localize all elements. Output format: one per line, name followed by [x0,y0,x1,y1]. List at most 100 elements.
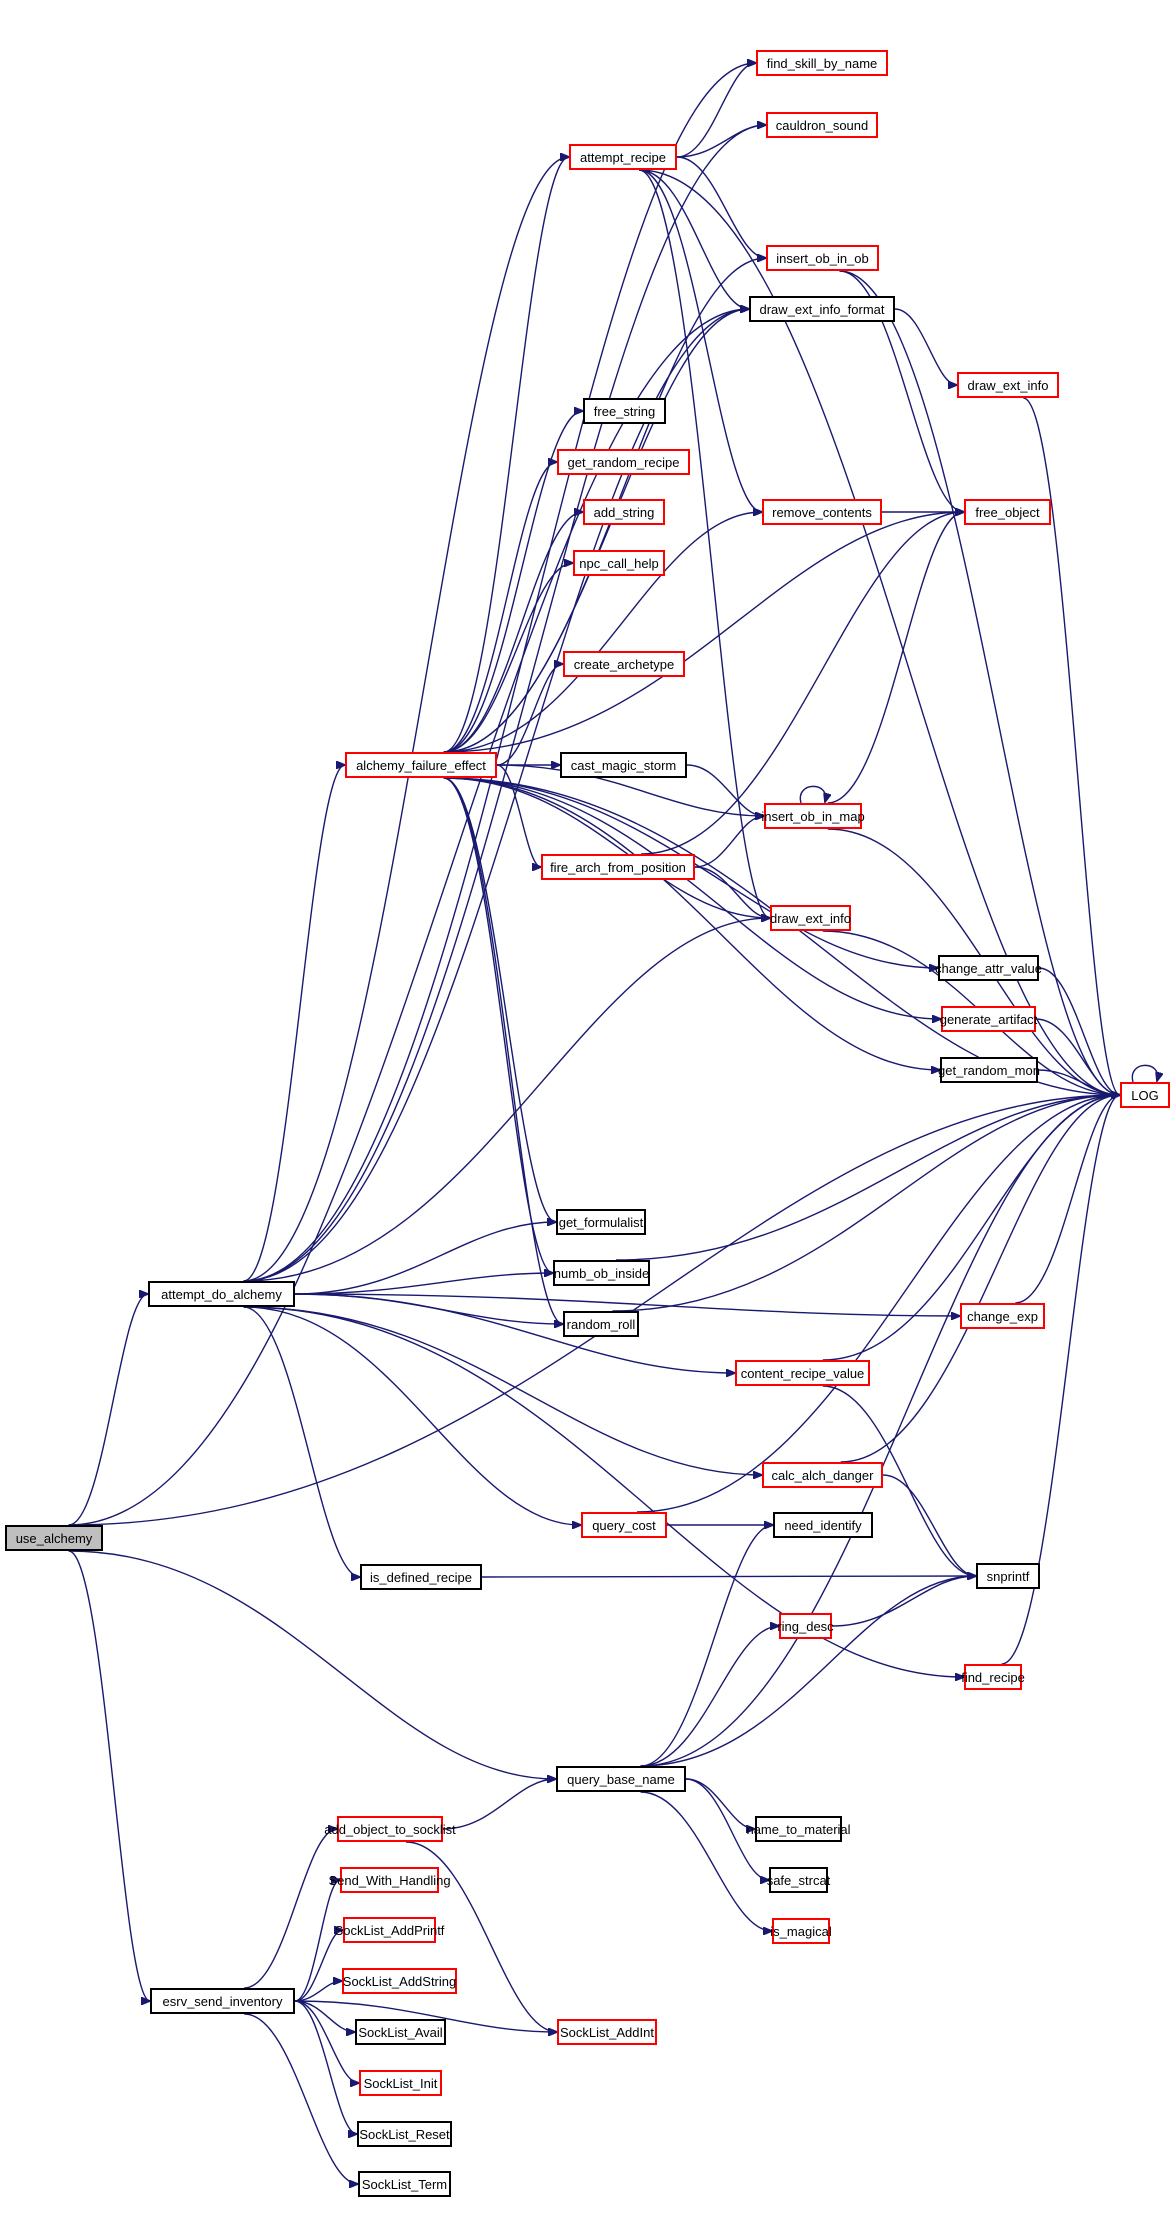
node-get-random-recipe[interactable]: get_random_recipe [557,449,690,475]
node-free-object[interactable]: free_object [964,499,1051,525]
node-get-random-mon[interactable]: get_random_mon [938,1057,1040,1083]
edge-attempt_do_alchemy-to-find_recipe [243,1306,964,1677]
node-socklist-addstring[interactable]: SockList_AddString [342,1968,457,1994]
node-free-string[interactable]: free_string [583,398,666,424]
edge-insert_ob_in_map-to-free_object [827,512,964,804]
node-socklist-addint[interactable]: SockList_AddInt [557,2019,657,2045]
node-content-recipe-value[interactable]: content_recipe_value [735,1360,870,1386]
edge-numb_ob_inside-to-LOG [616,1095,1120,1261]
edge-insert_ob_in_ob-to-free_object [839,270,964,512]
edge-draw_ext_info_top-to-LOG [1023,397,1120,1095]
edge-query_cost-to-LOG [636,1095,1120,1513]
node-fire-arch-from-position[interactable]: fire_arch_from_position [541,854,695,880]
edge-alchemy_failure_effect-to-npc_call_help [443,563,573,753]
node-draw-ext-info[interactable]: draw_ext_info [770,905,851,931]
node-random-roll[interactable]: random_roll [563,1311,639,1337]
node-generate-artifact[interactable]: generate_artifact [940,1006,1037,1032]
node-find-recipe[interactable]: find_recipe [961,1664,1025,1690]
edge-alchemy_failure_effect-to-fire_arch_from_position [496,764,541,867]
edge-is_defined_recipe-to-snprintf [481,1576,976,1577]
edge-use_alchemy-to-esrv_send_inventory [68,1550,150,2001]
edge-attempt_do_alchemy-to-content_recipe_value [294,1293,735,1373]
edge-ring_desc-to-snprintf [831,1576,976,1627]
node-is-magical[interactable]: is_magical [770,1918,832,1944]
edge-esrv_send_inventory-to-Send_With_Handling [294,1880,340,2002]
edge-use_alchemy-to-draw_ext_info_format [68,309,749,1526]
edge-random_roll-to-LOG [612,1095,1120,1312]
node-socklist-reset[interactable]: SockList_Reset [357,2121,452,2147]
edge-query_base_name-to-safe_strcat [685,1778,769,1880]
node-create-archetype[interactable]: create_archetype [563,651,685,677]
node-add-string[interactable]: add_string [583,499,665,525]
edge-query_base_name-to-is_magical [640,1791,773,1931]
node-remove-contents[interactable]: remove_contents [762,499,882,525]
node-ring-desc[interactable]: ring_desc [777,1613,834,1639]
node-add-object-to-socklist[interactable]: add_object_to_socklist [324,1816,456,1842]
node-alchemy-failure-effect[interactable]: alchemy_failure_effect [345,752,497,778]
node-socklist-addprintf[interactable]: SockList_AddPrintf [335,1917,444,1943]
node-insert-ob-in-ob[interactable]: insert_ob_in_ob [766,245,879,271]
node-insert-ob-in-map[interactable]: insert_ob_in_map [761,803,865,829]
edge-alchemy_failure_effect-to-generate_artifact [443,777,941,1019]
edge-alchemy_failure_effect-to-change_attr_value [443,777,938,968]
node-cauldron-sound[interactable]: cauldron_sound [766,112,878,138]
node-safe-strcat[interactable]: safe_strcat [767,1867,830,1893]
node-socklist-term[interactable]: SockList_Term [358,2171,451,2197]
node-esrv-send-inventory[interactable]: esrv_send_inventory [150,1988,295,2014]
node-attempt-recipe[interactable]: attempt_recipe [569,144,677,170]
node-is-defined-recipe[interactable]: is_defined_recipe [360,1564,482,1590]
node-cast-magic-storm[interactable]: cast_magic_storm [560,752,687,778]
node-get-formulalist[interactable]: get_formulalist [556,1209,646,1235]
node-change-exp[interactable]: change_exp [960,1303,1045,1329]
node-need-identify[interactable]: need_identify [773,1512,873,1538]
node-snprintf[interactable]: snprintf [976,1563,1040,1589]
edge-alchemy_failure_effect-to-random_roll [443,777,563,1324]
edge-esrv_send_inventory-to-add_object_to_socklist [244,1829,337,1989]
node-npc-call-help[interactable]: npc_call_help [573,550,665,576]
edge-alchemy_failure_effect-to-draw_ext_info_format [443,309,749,753]
edge-attempt_do_alchemy-to-is_defined_recipe [243,1306,360,1577]
edge-draw_ext_info_format-to-draw_ext_info_top [894,308,957,385]
edge-alchemy_failure_effect-to-get_random_recipe [443,462,557,753]
edge-attempt_do_alchemy-to-attempt_recipe [243,157,569,1282]
node-find-skill-by-name[interactable]: find_skill_by_name [756,50,888,76]
node-name-to-material[interactable]: name_to_material [746,1816,851,1842]
edge-query_base_name-to-name_to_material [685,1778,755,1829]
node-numb-ob-inside[interactable]: numb_ob_inside [553,1260,650,1286]
edge-calc_alch_danger-to-snprintf [882,1474,976,1576]
edge-attempt_do_alchemy-to-draw_ext_info [243,918,770,1282]
edge-alchemy_failure_effect-to-free_string [443,411,583,753]
edge-alchemy_failure_effect-to-create_archetype [496,664,563,766]
edge-fire_arch_from_position-to-insert_ob_in_map [694,816,764,868]
node-draw-ext-info-upper[interactable]: draw_ext_info [957,372,1059,398]
edge-esrv_send_inventory-to-SockList_AddPrintf [294,1930,343,2002]
edge-insert_ob_in_map-to-insert_ob_in_map [799,785,825,803]
node-query-cost[interactable]: query_cost [581,1512,667,1538]
edge-alchemy_failure_effect-to-remove_contents [443,512,762,753]
node-change-attr-value[interactable]: change_attr_value [935,955,1042,981]
edge-attempt_recipe-to-cauldron_sound [676,125,766,158]
edge-use_alchemy-to-query_base_name [68,1550,556,1779]
node-query-base-name[interactable]: query_base_name [556,1766,686,1792]
edge-alchemy_failure_effect-to-get_formulalist [443,777,556,1222]
node-calc-alch-danger[interactable]: calc_alch_danger [762,1462,883,1488]
edge-attempt_recipe-to-LOG [639,169,1120,1095]
edge-use_alchemy-to-attempt_do_alchemy [68,1294,148,1526]
node-send-with-handling[interactable]: Send_With_Handling [328,1867,451,1893]
edge-esrv_send_inventory-to-SockList_Term [244,2013,358,2184]
edge-attempt_do_alchemy-to-numb_ob_inside [294,1273,553,1295]
edge-LOG-to-LOG [1131,1064,1157,1082]
edge-alchemy_failure_effect-to-attempt_recipe [443,157,569,753]
edge-add_object_to_socklist-to-query_base_name [442,1779,556,1830]
edge-attempt_do_alchemy-to-change_exp [294,1293,960,1316]
node-socklist-init[interactable]: SockList_Init [359,2070,442,2096]
node-socklist-avail[interactable]: SockList_Avail [355,2019,446,2045]
node-use-alchemy[interactable]: use_alchemy [5,1525,103,1551]
node-draw-ext-info-format[interactable]: draw_ext_info_format [749,296,895,322]
edge-calc_alch_danger-to-LOG [840,1095,1120,1463]
edge-query_base_name-to-snprintf [640,1576,977,1767]
node-attempt-do-alchemy[interactable]: attempt_do_alchemy [148,1281,295,1307]
node-log[interactable]: LOG [1120,1082,1170,1108]
